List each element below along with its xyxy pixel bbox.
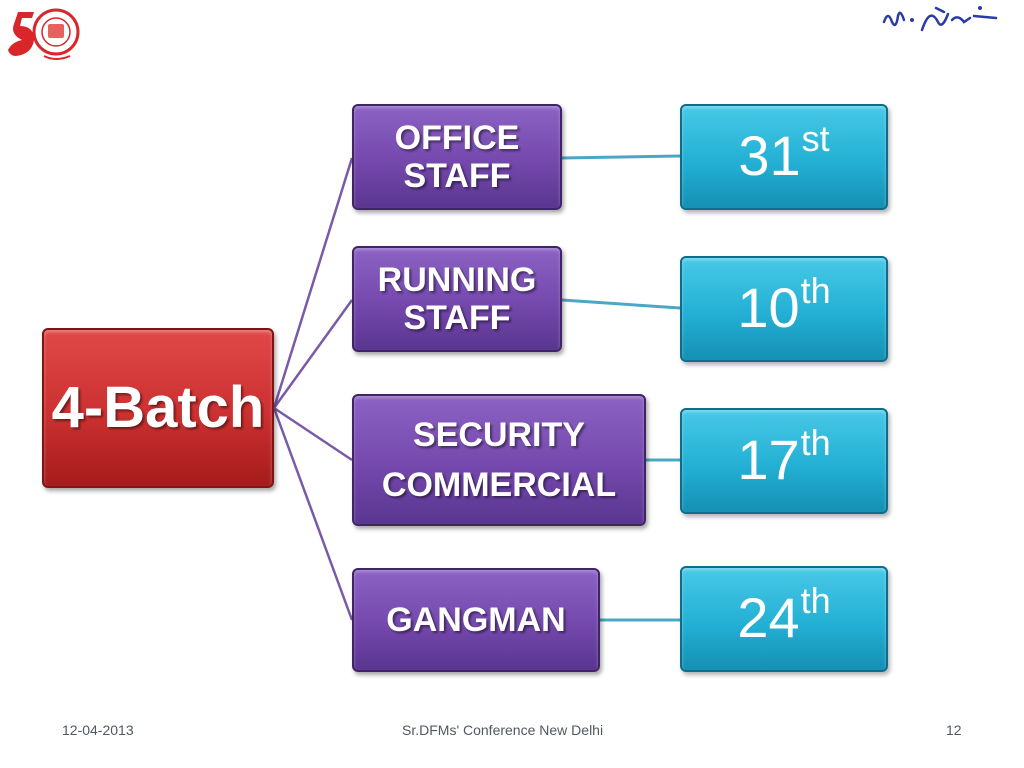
connector-office-date: [561, 154, 681, 160]
date-node-31st: 31st: [680, 104, 888, 210]
category-node-security-commercial: SECURITY COMMERCIAL: [352, 394, 646, 526]
root-node-label: 4-Batch: [51, 375, 265, 441]
date-number: 31: [738, 124, 801, 187]
date-suffix: th: [800, 270, 831, 311]
category-label-line2: COMMERCIAL: [381, 466, 617, 504]
footer-date: 12-04-2013: [62, 722, 134, 738]
emblem-logo: [8, 8, 80, 60]
root-node-4-batch: 4-Batch: [42, 328, 274, 488]
category-node-office-staff: OFFICE STAFF: [352, 104, 562, 210]
date-number: 10: [737, 276, 800, 339]
footer-page-number: 12: [946, 722, 962, 738]
category-label-line1: SECURITY: [413, 415, 585, 454]
category-label-line1: OFFICE: [394, 118, 520, 157]
date-suffix: st: [801, 118, 830, 159]
connector-root-office: [272, 157, 354, 409]
date-number: 24: [737, 586, 800, 649]
category-label-line1: GANGMAN: [386, 600, 566, 639]
footer-conference: Sr.DFMs' Conference New Delhi: [402, 722, 604, 738]
date-node-17th: 17th: [680, 408, 888, 514]
connector-root-gangman: [272, 407, 354, 621]
category-node-running-staff: RUNNING STAFF: [352, 246, 562, 352]
category-label-line2: STAFF: [403, 299, 511, 337]
date-node-24th: 24th: [680, 566, 888, 672]
date-node-10th: 10th: [680, 256, 888, 362]
date-number: 17: [737, 428, 800, 491]
connector-running-date: [561, 298, 681, 310]
category-label-line1: RUNNING: [377, 260, 537, 299]
date-suffix: th: [800, 422, 831, 463]
date-suffix: th: [800, 580, 831, 621]
category-node-gangman: GANGMAN: [352, 568, 600, 672]
connector-root-running: [272, 299, 354, 409]
category-label-line2: STAFF: [403, 157, 511, 195]
signature-mark: [882, 6, 998, 32]
connector-root-security: [273, 406, 353, 462]
